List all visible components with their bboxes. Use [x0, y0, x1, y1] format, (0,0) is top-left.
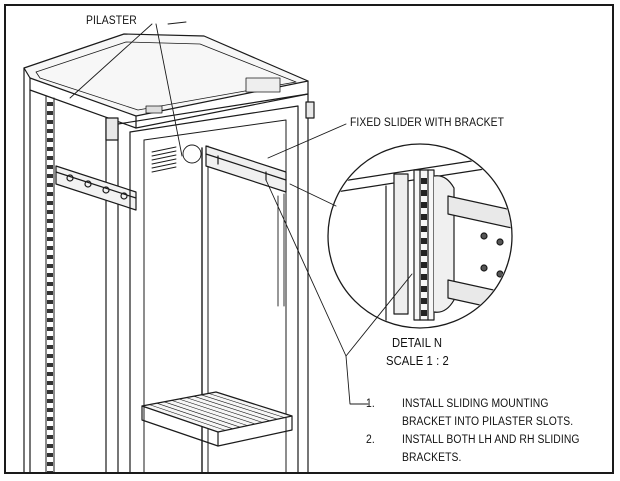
detail-slot [421, 214, 427, 220]
pilaster-slot [47, 363, 53, 367]
pilaster-slot [47, 273, 53, 277]
pilaster-slot [47, 318, 53, 322]
leader-lines [69, 21, 413, 405]
pilaster-slot [47, 417, 53, 421]
pilaster-slot [47, 354, 53, 358]
shelf-wire [171, 400, 248, 426]
pilaster-slot [47, 372, 53, 376]
detail-slot [421, 238, 427, 244]
detail-slot [421, 262, 427, 268]
pilaster-slot [47, 183, 53, 187]
pilaster-slot [47, 462, 53, 466]
pilaster-slot [47, 336, 53, 340]
pilaster-slot [47, 192, 53, 196]
detail-n-circle [327, 143, 513, 329]
instruction-1-line1: INSTALL SLIDING MOUNTING [402, 398, 549, 410]
instruction-2-line2: BRACKETS. [402, 452, 462, 464]
pilaster-slot [47, 165, 53, 169]
shelf [141, 391, 293, 447]
shelf-wire [193, 395, 271, 422]
detail-slot [421, 310, 427, 316]
pilaster-slot [47, 471, 53, 472]
detail-slot [421, 274, 427, 280]
cabinet-front-frame [105, 93, 315, 472]
pilaster-slot [47, 174, 53, 178]
pilaster-slot [47, 237, 53, 241]
shelf-wire [208, 393, 285, 418]
pilaster-slot [47, 300, 53, 304]
pilaster-slot [47, 309, 53, 313]
pilaster-slot [47, 201, 53, 205]
pilaster-slot [47, 129, 53, 133]
callout-fixed-slider: FIXED SLIDER WITH BRACKET [350, 117, 505, 129]
detail-slot [421, 190, 427, 196]
pilaster-slot [47, 291, 53, 295]
cabinet-side [23, 67, 119, 472]
detail-scale: SCALE 1 : 2 [386, 354, 449, 368]
pilaster-slot [47, 408, 53, 412]
pilaster-slot [47, 435, 53, 439]
pilaster-slot [47, 147, 53, 151]
pilaster-slot [47, 246, 53, 250]
pilaster-slot [47, 399, 53, 403]
pilaster-slot [47, 102, 53, 106]
pilaster-slot [47, 390, 53, 394]
pilaster-slot [47, 156, 53, 160]
diagram-frame: PILASTER FIXED SLIDER WITH BRACKET DETAI… [4, 4, 614, 474]
pilaster-slot [47, 228, 53, 232]
shelf-wire [178, 398, 256, 425]
callout-pilaster: PILASTER [86, 15, 137, 27]
instruction-2-number: 2. [366, 434, 375, 446]
shelf-wire [186, 397, 263, 423]
instruction-2-line1: INSTALL BOTH LH AND RH SLIDING [402, 434, 580, 446]
detail-slot [421, 286, 427, 292]
pilaster-slot [47, 453, 53, 457]
left-bracket [55, 165, 137, 211]
cabinet-drawing [23, 21, 513, 472]
cabinet-top [23, 33, 309, 129]
pilaster-slot [47, 381, 53, 385]
detail-slot [421, 226, 427, 232]
pilaster-slot [47, 120, 53, 124]
detail-title: DETAIL N [392, 336, 443, 350]
pilaster-slot [47, 444, 53, 448]
shelf-wire [156, 402, 234, 430]
pilaster-slot [47, 426, 53, 430]
detail-slot [421, 202, 427, 208]
pilaster-slot [47, 255, 53, 259]
shelf-wire [200, 394, 278, 420]
detail-slot [421, 178, 427, 184]
pilaster-slot [47, 111, 53, 115]
detail-slot [421, 250, 427, 256]
pilaster-slot [47, 345, 53, 349]
pilaster-slot [47, 219, 53, 223]
fixed-slider-bracket [205, 145, 287, 193]
pilaster-slot [47, 282, 53, 286]
pilaster-slot [47, 327, 53, 331]
instruction-1-line2: BRACKET INTO PILASTER SLOTS. [402, 416, 574, 428]
left-pilaster [47, 102, 53, 472]
pilaster-slot [47, 210, 53, 214]
pilaster-slot [47, 264, 53, 268]
instruction-1-number: 1. [366, 398, 375, 410]
detail-slot [421, 298, 427, 304]
shelf-wire [163, 401, 241, 428]
pilaster-slot [47, 138, 53, 142]
shelf-wire [149, 404, 226, 431]
